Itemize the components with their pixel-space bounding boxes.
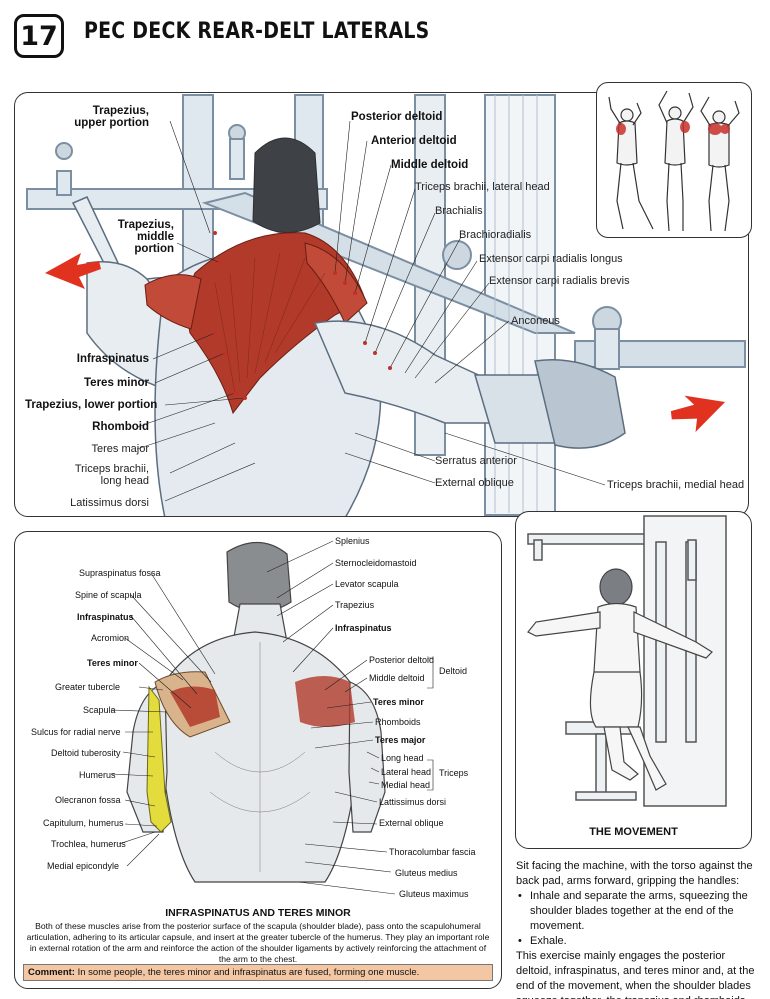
label-gluteus-medius: Gluteus medius (395, 868, 458, 878)
label-triceps-medial-head-small: Medial head (381, 780, 431, 790)
label-ecr-longus: Extensor carpi radialis longus (479, 253, 623, 265)
label-external-oblique: External oblique (435, 477, 514, 489)
label-trapezius-middle: Trapezius, middle portion (117, 219, 174, 255)
label-triceps-medial-head: Triceps brachii, medial head (607, 479, 745, 491)
label-humerus: Humerus (79, 770, 116, 780)
label-triceps-long-head-small: Long head (381, 753, 424, 763)
comment-box: Comment: In some people, the teres minor… (23, 964, 493, 981)
label-teres-major: Teres major (91, 443, 149, 455)
label-levator-scapula: Levator scapula (335, 579, 399, 589)
instructions-closing: This exercise mainly engages the posteri… (516, 950, 755, 999)
exercise-number: 17 (20, 20, 58, 52)
comment-text: In some people, the teres minor and infr… (74, 967, 420, 978)
label-deltoid-group: Deltoid (439, 666, 468, 676)
label-sulcus-radial-nerve: Sulcus for radial nerve (31, 727, 121, 737)
label-latissimus-dorsi: Latissimus dorsi (70, 497, 149, 509)
label-serratus-anterior: Serratus anterior (435, 455, 517, 467)
label-rhomboid: Rhomboid (92, 421, 149, 433)
label-spine-of-scapula: Spine of scapula (75, 590, 142, 600)
label-olecranon-fossa: Olecranon fossa (55, 795, 121, 805)
pec-deck-illustration (26, 94, 746, 516)
label-capitulum-humerus: Capitulum, humerus (43, 818, 124, 828)
movement-panel: THE MOVEMENT (515, 511, 752, 849)
label-teres-minor-bone: Teres minor (87, 658, 138, 668)
label-sternocleidomastoid: Sternocleidomastoid (335, 558, 417, 568)
back-anatomy-illustration (110, 540, 434, 895)
label-teres-major-muscle: Teres major (375, 735, 426, 745)
instructions-intro: Sit facing the machine, with the torso a… (516, 860, 753, 887)
label-infraspinatus-bone: Infraspinatus (77, 612, 134, 622)
anatomy-title: INFRASPINATUS AND TERES MINOR (165, 907, 351, 919)
label-anconeus: Anconeus (511, 315, 560, 327)
label-acromion: Acromion (91, 633, 130, 643)
label-middle-deltoid: Middle deltoid (391, 159, 469, 171)
label-trapezius: Trapezius (335, 600, 375, 610)
label-deltoid-tuberosity: Deltoid tuberosity (51, 748, 121, 758)
movement-label: THE MOVEMENT (589, 826, 678, 838)
label-teres-minor-muscle: Teres minor (373, 697, 424, 707)
label-triceps-group: Triceps (439, 768, 469, 778)
instruction-step: Inhale and separate the arms, squeezing … (516, 889, 762, 934)
label-rhomboids: Rhomboids (375, 717, 421, 727)
label-scapula: Scapula (83, 705, 116, 715)
label-brachioradialis: Brachioradialis (459, 229, 532, 241)
label-infraspinatus: Infraspinatus (76, 353, 149, 365)
movement-illustration (527, 515, 727, 807)
label-gluteus-maximus: Gluteus maximus (399, 889, 469, 899)
anatomy-panel: Supraspinatus fossa Spine of scapula Inf… (14, 531, 502, 989)
label-external-oblique-small: External oblique (379, 818, 444, 828)
label-medial-epicondyle: Medial epicondyle (47, 861, 120, 871)
instructions: Sit facing the machine, with the torso a… (516, 859, 762, 999)
label-splenius: Splenius (335, 536, 370, 546)
anatomy-description: Both of these muscles arise from the pos… (26, 921, 490, 964)
comment-label: Comment: (28, 967, 75, 978)
label-supraspinatus-fossa: Supraspinatus fossa (79, 568, 161, 578)
label-greater-tubercle: Greater tubercle (55, 682, 121, 692)
label-anterior-deltoid: Anterior deltoid (371, 135, 457, 147)
label-brachialis: Brachialis (435, 205, 483, 217)
label-teres-minor: Teres minor (84, 377, 149, 389)
instruction-step: Exhale. (516, 934, 762, 949)
instructions-steps: Inhale and separate the arms, squeezing … (516, 889, 762, 949)
stretch-figures-illustration (608, 90, 740, 232)
label-triceps-long-head: Triceps brachii, long head (74, 463, 149, 487)
stretch-inset (596, 82, 752, 238)
label-thoracolumbar-fascia: Thoracolumbar fascia (389, 847, 476, 857)
label-ecr-brevis: Extensor carpi radialis brevis (489, 275, 630, 287)
label-triceps-lateral-head: Triceps brachii, lateral head (415, 181, 550, 193)
page-title: PEC DECK REAR-DELT LATERALS (84, 19, 430, 44)
exercise-number-badge: 17 (14, 14, 64, 58)
label-trochlea-humerus: Trochlea, humerus (51, 839, 126, 849)
label-infraspinatus-muscle: Infraspinatus (335, 623, 392, 633)
label-middle-deltoid-small: Middle deltoid (369, 673, 425, 683)
label-posterior-deltoid-small: Posterior deltoid (369, 655, 435, 665)
label-trapezius-lower: Trapezius, lower portion (25, 399, 158, 411)
label-trapezius-upper: Trapezius, upper portion (74, 105, 149, 129)
label-lattissimus-dorsi: Lattissimus dorsi (379, 797, 447, 807)
label-triceps-lateral-head-small: Lateral head (381, 767, 432, 777)
label-posterior-deltoid: Posterior deltoid (351, 111, 443, 123)
